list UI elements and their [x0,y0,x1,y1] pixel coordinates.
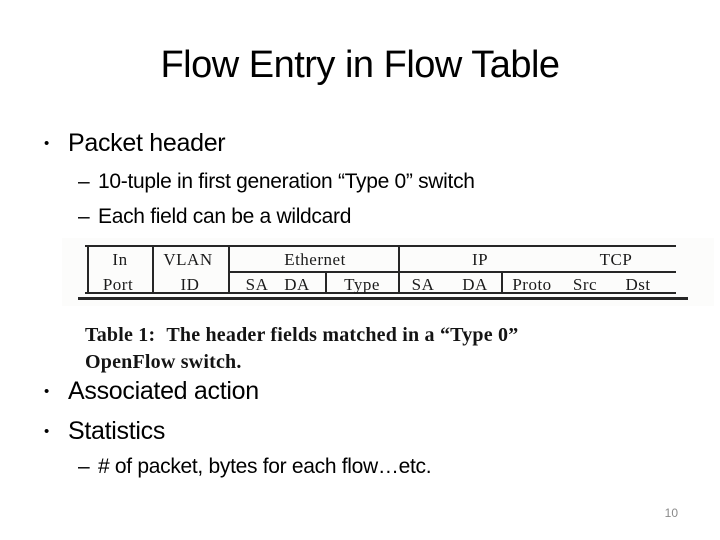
bullet-text: Packet header [68,129,226,157]
table-header-ethernet: Ethernet [284,250,346,269]
sub-bullet-wildcard: – Each field can be a wildcard [78,205,351,229]
sub-bullet-text: # of packet, bytes for each flow…etc. [98,455,432,478]
table-vline-da-proto [501,272,503,293]
bullet-packet-header: • Packet header [44,129,226,159]
table-cell-ip-sa: SA [411,275,435,294]
sub-bullet-text: 10-tuple in first generation “Type 0” sw… [98,170,475,193]
slide-title: Flow Entry in Flow Table [160,44,560,86]
table-vline-da-type [325,272,327,293]
table-vline-left [87,246,89,293]
table-vline-vlan-eth [228,246,230,293]
table-cell-src: Src [572,275,598,294]
figure-background [62,238,714,306]
table-cell-proto: Proto [512,275,552,294]
table-cell-ip-da: DA [462,275,488,294]
sub-bullet-flow-stats: – # of packet, bytes for each flow…etc. [78,455,432,479]
table-header-vlan: VLAN [163,250,213,269]
caption-line-2: OpenFlow switch. [85,351,242,373]
sub-bullet-10-tuple: – 10-tuple in first generation “Type 0” … [78,170,475,194]
dash-icon: – [78,205,90,228]
table-header-ip: IP [471,250,489,269]
dash-icon: – [78,455,90,478]
caption-text: The header fields matched in a “Type 0” [166,324,519,346]
bullet-text: Statistics [68,417,166,445]
table-vline-in-vlan [152,246,154,293]
table-cell-dst: Dst [625,275,651,294]
page-number: 10 [664,506,678,520]
table-group-underline [228,271,676,273]
table-vline-eth-ip [398,246,400,293]
caption-prefix: Table 1: [85,324,156,346]
table-top-rule [85,245,676,247]
table-cell-id: ID [180,275,200,294]
table-cell-eth-sa: SA [245,275,269,294]
table-bottom-rule [85,292,676,294]
table-cell-eth-da: DA [284,275,310,294]
caption-line-1: Table 1: The header fields matched in a “… [85,322,625,349]
table-cell-port: Port [102,275,134,294]
dash-icon: – [78,170,90,193]
table-heavy-bottom-rule [78,297,688,300]
bullet-dot-icon: • [44,383,49,400]
table-cell-eth-type: Type [344,275,380,294]
sub-bullet-text: Each field can be a wildcard [98,205,352,228]
bullet-associated-action: • Associated action [44,377,259,407]
bullet-text: Associated action [68,377,259,405]
bullet-dot-icon: • [44,423,49,440]
bullet-dot-icon: • [44,135,49,152]
table-caption: Table 1: The header fields matched in a “… [85,322,625,376]
bullet-statistics: • Statistics [44,417,165,447]
table-header-in: In [112,250,128,269]
table-header-tcp: TCP [599,250,633,269]
